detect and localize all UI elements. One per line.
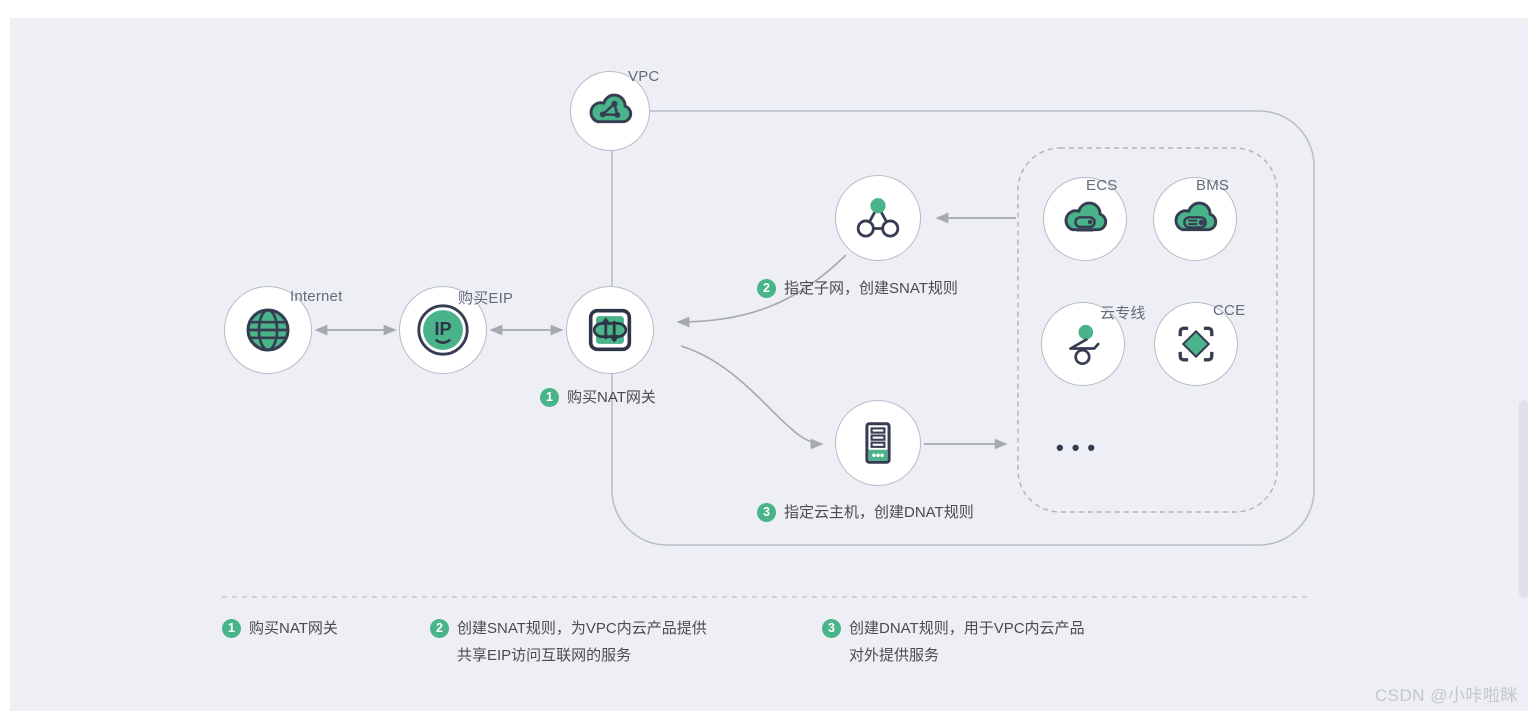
eip-label: 购买EIP xyxy=(458,290,514,307)
step-badge-1: 1 xyxy=(540,388,559,407)
bms-icon xyxy=(1174,201,1218,232)
node-cloud-host xyxy=(835,400,921,486)
direct-connect-icon xyxy=(1069,324,1100,366)
nat-caption-text: 购买NAT网关 xyxy=(567,389,656,406)
legend-badge-2: 2 xyxy=(430,619,449,638)
node-cce xyxy=(1154,302,1238,386)
node-ecs xyxy=(1043,177,1127,261)
server-caption: 3 指定云主机，创建DNAT规则 xyxy=(757,503,974,522)
vpc-boundary xyxy=(611,110,1315,546)
nat-caption: 1 购买NAT网关 xyxy=(540,388,656,407)
internet-label: Internet xyxy=(290,288,343,305)
legend-3-line2: 对外提供服务 xyxy=(849,647,940,664)
cce-label: CCE xyxy=(1213,302,1246,319)
eip-icon-text: IP xyxy=(434,319,451,339)
subnet-icon xyxy=(856,198,900,238)
node-nat-gateway xyxy=(566,286,654,374)
csdn-watermark: CSDN @小咔啦眯 xyxy=(1374,686,1518,705)
nat-gateway-icon xyxy=(588,308,632,352)
eip-icon: IP xyxy=(417,304,469,356)
more-products-ellipsis: ••• xyxy=(1056,435,1104,460)
legend-1-line1: 购买NAT网关 xyxy=(249,620,338,637)
vpc-icon xyxy=(589,93,633,124)
ecs-icon xyxy=(1064,201,1108,232)
product-group-border xyxy=(1017,147,1278,513)
scrollbar-thumb[interactable] xyxy=(1519,400,1528,598)
legend-item-1: 1 购买NAT网关 xyxy=(222,619,338,638)
subnet-caption: 2 指定子网，创建SNAT规则 xyxy=(757,279,958,298)
node-direct-connect xyxy=(1041,302,1125,386)
step-badge-3: 3 xyxy=(757,503,776,522)
internet-globe-icon xyxy=(246,308,290,352)
legend-3-line1: 创建DNAT规则，用于VPC内云产品 xyxy=(849,620,1085,637)
legend-item-3: 3 创建DNAT规则，用于VPC内云产品 对外提供服务 xyxy=(822,619,1085,665)
step-badge-2: 2 xyxy=(757,279,776,298)
arrow-nat-to-server xyxy=(680,345,824,450)
vpc-label: VPC xyxy=(628,68,660,85)
cce-icon xyxy=(1178,326,1214,362)
direct-connect-label: 云专线 xyxy=(1100,305,1146,322)
server-icon xyxy=(865,422,891,464)
legend-2-line2: 共享EIP访问互联网的服务 xyxy=(457,647,632,664)
subnet-caption-text: 指定子网，创建SNAT规则 xyxy=(784,280,958,297)
legend-badge-3: 3 xyxy=(822,619,841,638)
legend-item-2: 2 创建SNAT规则，为VPC内云产品提供 共享EIP访问互联网的服务 xyxy=(430,619,707,665)
node-internet xyxy=(224,286,312,374)
arrow-subnet-to-nat xyxy=(676,254,847,328)
server-caption-text: 指定云主机，创建DNAT规则 xyxy=(784,504,974,521)
legend-badge-1: 1 xyxy=(222,619,241,638)
bms-label: BMS xyxy=(1196,177,1230,194)
node-bms xyxy=(1153,177,1237,261)
node-eip: IP xyxy=(399,286,487,374)
node-subnet xyxy=(835,175,921,261)
legend-2-line1: 创建SNAT规则，为VPC内云产品提供 xyxy=(457,620,707,637)
node-vpc xyxy=(570,71,650,151)
ecs-label: ECS xyxy=(1086,177,1118,194)
